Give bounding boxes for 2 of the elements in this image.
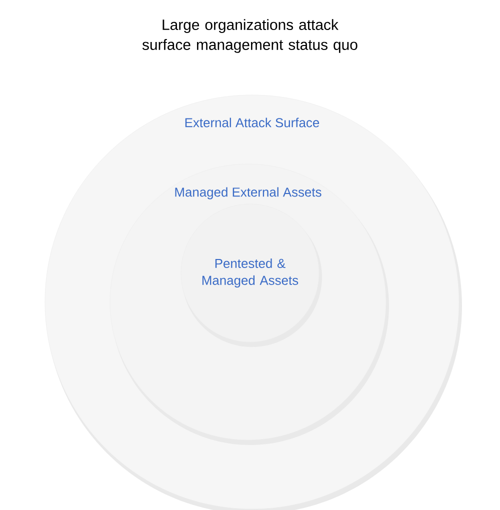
title: Large organizations attack surface management status quo <box>142 19 358 53</box>
circle-band: Pentested & Managed Assets <box>180 204 322 347</box>
